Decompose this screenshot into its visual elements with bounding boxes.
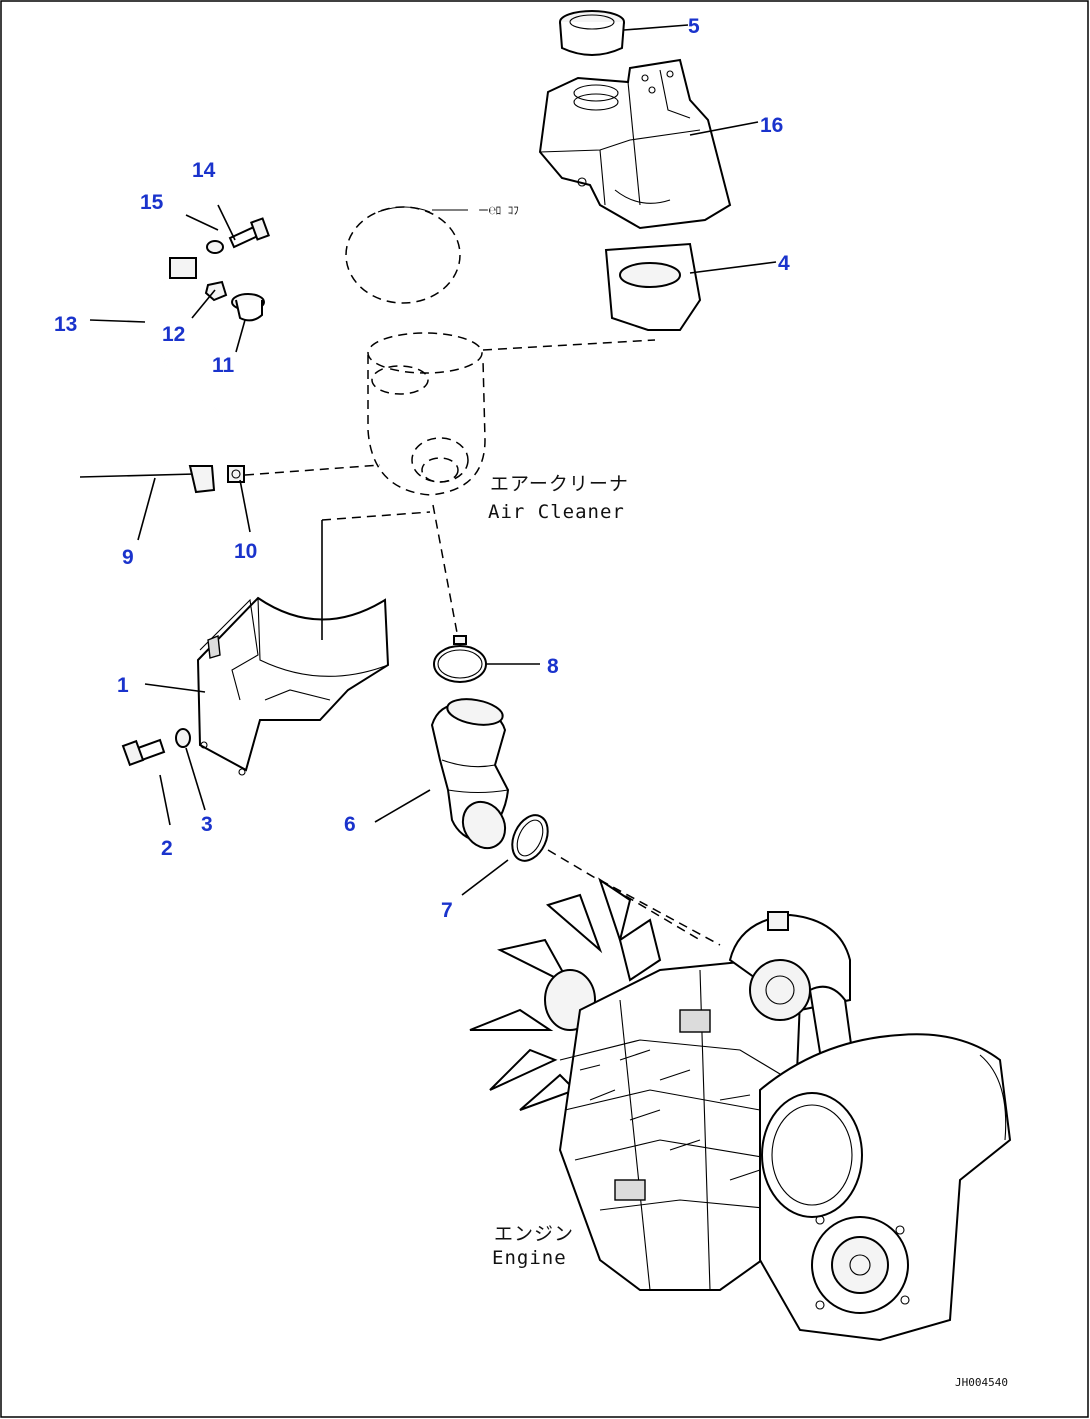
part-4-boot [604, 242, 702, 331]
part-6-elbow [430, 698, 510, 850]
callout-8: 8 [547, 655, 559, 678]
callout-16: 16 [760, 114, 783, 137]
callout-7: 7 [441, 899, 453, 922]
engine-label-en: Engine [492, 1247, 567, 1269]
dash-link-10 [244, 464, 381, 476]
air-cleaner-label-jp: エアークリーナ [490, 473, 629, 495]
part-15-washer [206, 240, 224, 254]
callout-13: 13 [54, 313, 77, 336]
part-16-bracket [538, 58, 732, 230]
part-13-hose [146, 257, 240, 471]
upper-band [345, 206, 468, 304]
part-1-shroud [196, 596, 390, 776]
part-8-clamp [433, 635, 487, 683]
part-14-bolt [228, 217, 270, 249]
part-2-bolt [121, 738, 166, 767]
part-3-washer [175, 728, 191, 748]
band-note: ー℮ﾛ ｺﾌ [478, 204, 519, 217]
callout-11: 11 [212, 354, 235, 377]
callout-14: 14 [192, 159, 216, 182]
dash-link-8 [432, 504, 459, 639]
dash-link-1 [321, 511, 431, 521]
dash-link-4 [482, 339, 656, 351]
air-cleaner-label-en: Air Cleaner [488, 501, 625, 523]
callout-5: 5 [688, 15, 700, 38]
callout-12: 12 [162, 323, 185, 346]
callout-1: 1 [117, 674, 129, 697]
part-7-clamp [511, 814, 549, 862]
callout-15: 15 [140, 191, 164, 214]
leader-lines [89, 24, 777, 896]
callout-6: 6 [344, 813, 356, 836]
dash-link-engine [599, 879, 721, 946]
engine-label-jp: エンジン [494, 1223, 574, 1245]
part-10-fitting [227, 465, 245, 483]
air-cleaner-reference [367, 332, 486, 496]
callout-10: 10 [234, 540, 257, 563]
part-11-sensor [231, 293, 265, 322]
drawing-code: JH004540 [955, 1376, 1008, 1389]
callout-3: 3 [201, 813, 213, 836]
engine-assembly [469, 877, 1012, 1342]
callout-2: 2 [161, 837, 173, 860]
part-5-ring [559, 10, 625, 56]
callout-4: 4 [778, 252, 790, 275]
callout-9: 9 [122, 546, 134, 569]
part-9-harness [79, 465, 216, 494]
